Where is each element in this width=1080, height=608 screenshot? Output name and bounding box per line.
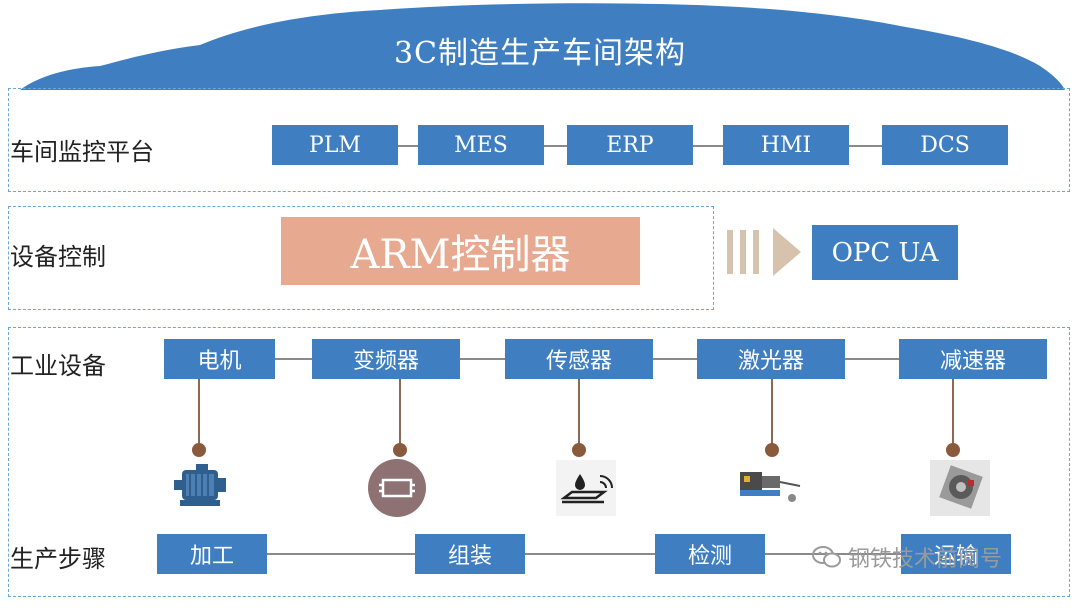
laser-box[interactable]: 激光器 xyxy=(697,339,845,379)
mes-box[interactable]: MES xyxy=(418,125,544,165)
transport-step-box[interactable]: 运输 xyxy=(901,534,1011,574)
reducer-box[interactable]: 减速器 xyxy=(899,339,1047,379)
laser-icon xyxy=(740,472,801,502)
watermark-text: 钢铁技术前阅号 xyxy=(848,547,1003,572)
equipment-panel xyxy=(8,327,1070,597)
hmi-box[interactable]: HMI xyxy=(723,125,849,165)
reducer-stem xyxy=(952,379,954,445)
motor-box[interactable]: 电机 xyxy=(164,339,275,379)
process-step-box[interactable]: 加工 xyxy=(157,534,267,574)
monitoring-panel xyxy=(8,88,1070,192)
arm-controller-box[interactable]: ARM控制器 xyxy=(281,217,640,285)
laser-stem xyxy=(771,379,773,445)
laser-dot xyxy=(765,443,779,457)
inverter-box[interactable]: 变频器 xyxy=(312,339,460,379)
production-connector xyxy=(215,553,960,555)
sensor-stem xyxy=(578,379,580,445)
inverter-icon xyxy=(368,459,426,517)
motor-stem xyxy=(198,379,200,445)
watermark: 钢铁技术前阅号 xyxy=(812,541,1002,573)
opc-ua-box[interactable]: OPC UA xyxy=(812,225,958,280)
cloud-header xyxy=(20,3,1065,90)
sensor-dot xyxy=(572,443,586,457)
assembly-step-box[interactable]: 组装 xyxy=(415,534,525,574)
production-label: 生产步骤 xyxy=(10,545,106,573)
motor-icon xyxy=(174,464,226,506)
control-label: 设备控制 xyxy=(10,243,106,271)
reducer-icon xyxy=(930,460,990,516)
control-panel xyxy=(8,206,714,310)
monitoring-label: 车间监控平台 xyxy=(10,138,154,166)
equipment-label: 工业设备 xyxy=(10,352,106,380)
plm-box[interactable]: PLM xyxy=(272,125,398,165)
sensor-box[interactable]: 传感器 xyxy=(505,339,653,379)
dcs-box[interactable]: DCS xyxy=(882,125,1008,165)
arrow-right-icon xyxy=(727,228,801,276)
inverter-dot xyxy=(393,443,407,457)
sensor-icon xyxy=(556,460,616,516)
wechat-icon xyxy=(812,546,841,568)
erp-box[interactable]: ERP xyxy=(567,125,693,165)
page-title: 3C制造生产车间架构 xyxy=(393,36,687,71)
motor-dot xyxy=(192,443,206,457)
inspection-step-box[interactable]: 检测 xyxy=(655,534,765,574)
reducer-dot xyxy=(946,443,960,457)
inverter-stem xyxy=(399,379,401,445)
